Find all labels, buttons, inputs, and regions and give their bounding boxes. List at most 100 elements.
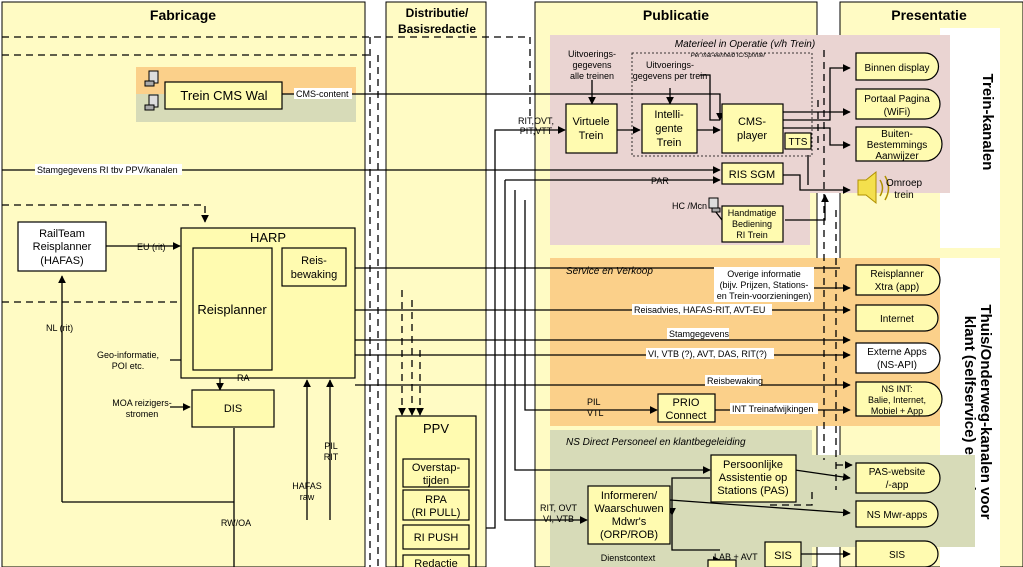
rpa-box[interactable] [402, 489, 470, 521]
output-ns-int[interactable]: NS INT: Balie, Internet, Mobiel + App [855, 381, 943, 417]
externe-apps-line-1: Externe Apps [867, 347, 926, 358]
reisplanner-xtra-line-2: Xtra (app) [875, 282, 919, 293]
line-ppv-to-virtuele [486, 126, 566, 529]
overstaptijden-box[interactable] [402, 458, 470, 488]
group-service-label: Service en Verkoop [566, 266, 653, 277]
output-ns-mwr-apps[interactable]: NS Mwr-apps [855, 500, 939, 528]
reisplanner-box[interactable] [192, 247, 273, 371]
line-to-binnen [783, 64, 851, 121]
handmatige-box[interactable] [721, 205, 784, 243]
reisplanner-label: Reisplanner [197, 302, 267, 317]
output-pas-website[interactable]: PAS-website /-app [855, 462, 941, 494]
informeren-box[interactable] [587, 485, 671, 545]
output-reisplanner-xtra[interactable]: Reisplanner Xtra (app) [855, 264, 941, 296]
ns-int-line-1: NS INT: [881, 384, 912, 394]
group-materieel-label: Materieel in Operatie (v/h Trein) [675, 39, 815, 50]
lab-avt-label: LAB + AVT [714, 552, 758, 562]
pas-line-3: Stations (PAS) [717, 485, 788, 497]
informeren-line-2: Waarschuwen [594, 503, 663, 515]
reisbewaking-edge-label: Reisbewaking [707, 376, 763, 386]
line-ris-omroep [783, 174, 851, 194]
pil-vtl-line-2: VTL [587, 408, 604, 418]
line-handmatige [785, 194, 829, 221]
intelligente-trein-box[interactable] [641, 103, 698, 154]
output-sis[interactable]: SIS [855, 540, 939, 567]
server-icon-2 [144, 94, 159, 111]
pas-line-2: Assistentie op [719, 472, 787, 484]
railteam-line-3: (HAFAS) [40, 255, 83, 267]
server-icon-1 [144, 70, 159, 87]
header-publicatie: Publicatie [643, 7, 709, 23]
informeren-line-4: (ORP/ROB) [600, 529, 658, 541]
ns-int-line-3: Mobiel + App [871, 406, 923, 416]
virtuele-line-1: Virtuele [572, 116, 609, 128]
redactie-box[interactable] [402, 554, 470, 567]
geo-line-1: Geo-informatie, [97, 350, 159, 360]
omroep-line-2: trein [894, 190, 913, 201]
reisbewaking-lbl-bg [705, 375, 761, 386]
prio-line-1: PRIO [673, 397, 700, 409]
pas-website-line-1: PAS-website [869, 467, 926, 478]
output-binnen-display[interactable]: Binnen display [855, 52, 940, 81]
overige-bg [714, 267, 814, 302]
virtuele-trein-box[interactable] [565, 103, 618, 154]
overstaptijden-line-2: tijden [423, 475, 449, 487]
hafas-raw-line-1: HAFAS [292, 481, 322, 491]
pas-box[interactable] [710, 454, 797, 503]
ris-sgm-label: RIS SGM [729, 169, 775, 181]
computer-icon [708, 197, 721, 213]
line-to-buiten [783, 127, 851, 149]
portaal-line-1: Portaal Pagina [864, 94, 930, 105]
side-label-thuis-1: Thuis/Onderweg-kanalen voor [977, 304, 994, 519]
overstaptijden-line-1: Overstap- [412, 462, 461, 474]
handmatige-line-3: RI Trein [736, 230, 768, 240]
reisbewaking-box[interactable] [281, 247, 347, 287]
reisbewaking-line-2: bewaking [291, 269, 337, 281]
ppv-label: PPV [423, 421, 449, 436]
line-pil-vtl [524, 200, 658, 414]
pil-rit-line-1: PIL [324, 441, 338, 451]
uitvoering-alle-line-3: alle treinen [570, 71, 614, 81]
header-distributie-1: Distributie/ [406, 6, 469, 20]
hc-mcn-label: HC /Mcn [672, 201, 707, 211]
trein-cms-wal-box[interactable] [164, 81, 283, 110]
handmatige-line-2: Bediening [732, 219, 772, 229]
rw-oa-label: RW/OA [221, 518, 251, 528]
dienstcontext-label: Dienstcontext [601, 553, 656, 563]
prio-line-2: Connect [666, 410, 707, 422]
line-ns-mwr [669, 499, 851, 517]
cms-player-box[interactable] [721, 103, 784, 154]
ris-sgm-box[interactable] [721, 162, 784, 185]
ri-push-box[interactable] [402, 524, 470, 550]
pil-rit-line-2: RIT [324, 452, 339, 462]
line-per-mat [700, 74, 720, 121]
line-to-pas [514, 190, 711, 474]
cms-player-line-2: player [737, 130, 767, 142]
pas-website-line-2: /-app [886, 480, 909, 491]
output-buiten[interactable]: Buiten- Bestemmings Aanwijzer [855, 126, 943, 162]
output-internet[interactable]: Internet [855, 304, 939, 332]
ns-int-line-2: Balie, Internet, [868, 395, 926, 405]
stamgegevens-ri-label: Stamgegevens RI tbv PPV/kanalen [37, 165, 178, 175]
reisbewaking-line-1: Reis- [301, 255, 327, 267]
output-portaal[interactable]: Portaal Pagina (WiFi) [855, 88, 941, 120]
group-nsdirect-label: NS Direct Personeel en klantbegeleiding [566, 437, 746, 448]
ra-label: RA [237, 373, 250, 383]
railteam-line-1: RailTeam [39, 228, 85, 240]
sis-mid-box[interactable] [764, 541, 802, 567]
tts-box[interactable] [784, 132, 812, 150]
header-fabricage: Fabricage [150, 7, 216, 23]
railteam-box[interactable] [17, 221, 107, 272]
trein-cms-wal-label: Trein CMS Wal [180, 88, 267, 103]
prio-connect-box[interactable] [657, 393, 716, 423]
output-externe-apps[interactable]: Externe Apps (NS-API) [855, 342, 941, 374]
speaker-icon [857, 170, 890, 205]
eu-rit-label: EU (rit) [137, 242, 166, 252]
overige-line-3: en Trein-voorzieningen) [717, 291, 812, 301]
intelligente-line-1: Intelli- [654, 109, 684, 121]
dashed-pas-lower [770, 490, 813, 506]
dis-box[interactable] [191, 389, 275, 428]
ns-mwr-apps-label: NS Mwr-apps [867, 510, 928, 521]
moa-line-2: stromen [126, 409, 159, 419]
header-presentatie: Presentatie [891, 7, 967, 23]
